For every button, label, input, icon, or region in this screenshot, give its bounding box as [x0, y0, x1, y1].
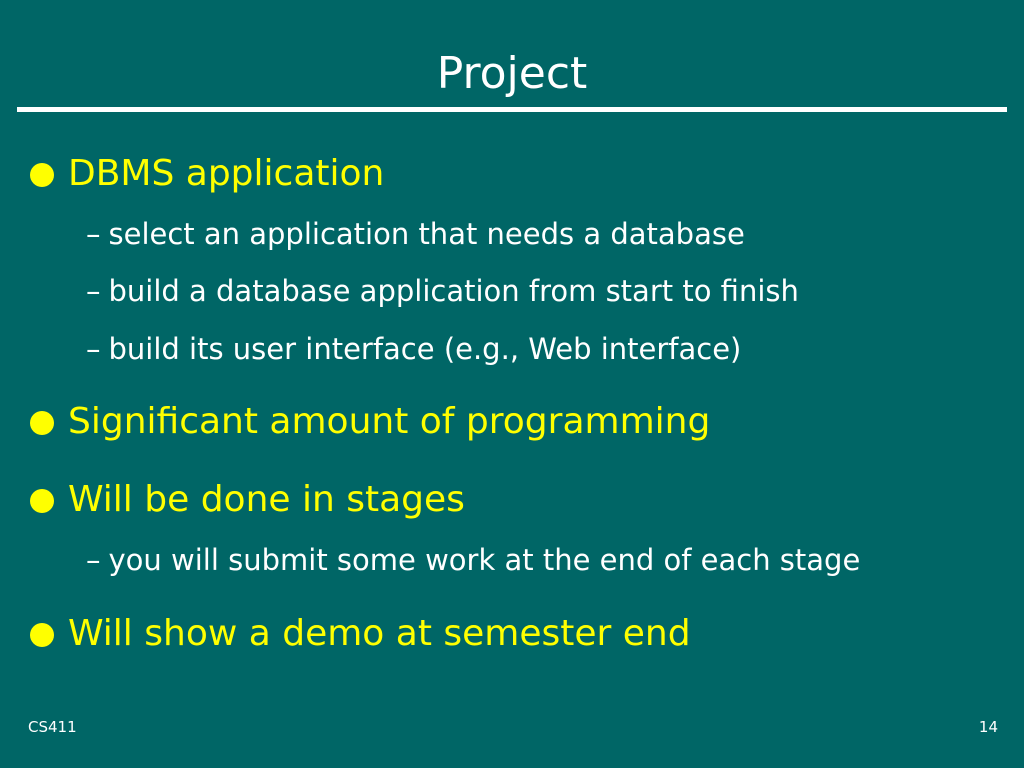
sub-bullet-item: –build its user interface (e.g., Web int…	[86, 330, 741, 368]
bullet-text: Significant amount of programming	[68, 401, 711, 442]
slide-title: Project	[436, 48, 588, 99]
bullet-dot-icon	[30, 411, 54, 435]
bullet-dot-icon	[30, 489, 54, 513]
bullet-dot-icon	[30, 623, 54, 647]
bullet-text: DBMS application	[68, 153, 385, 194]
sub-bullet-text: build its user interface (e.g., Web inte…	[108, 332, 742, 366]
bullet-item: Significant amount of programming	[0, 400, 1024, 450]
sub-bullet-text: build a database application from start …	[108, 274, 799, 308]
title-divider	[17, 107, 1007, 112]
sub-bullet-text: select an application that needs a datab…	[108, 217, 745, 251]
bullet-text: Will be done in stages	[68, 479, 465, 520]
sub-bullet-dash-icon: –	[86, 332, 101, 366]
sub-bullet-dash-icon: –	[86, 217, 101, 251]
sub-bullet-item: –build a database application from start…	[86, 272, 799, 310]
bullet-item: Will be done in stages	[0, 478, 1024, 528]
sub-bullet-item: –you will submit some work at the end of…	[86, 541, 860, 579]
sub-bullet-item: –select an application that needs a data…	[86, 215, 745, 253]
bullet-dot-icon	[30, 163, 54, 187]
bullet-text: Will show a demo at semester end	[68, 613, 691, 654]
sub-bullet-dash-icon: –	[86, 274, 101, 308]
sub-bullet-dash-icon: –	[86, 543, 101, 577]
bullet-item: DBMS application	[0, 152, 1024, 202]
slide-number: 14	[978, 718, 998, 736]
sub-bullet-text: you will submit some work at the end of …	[108, 543, 861, 577]
bullet-item: Will show a demo at semester end	[0, 612, 1024, 662]
footer-course-label: CS411	[28, 718, 77, 736]
